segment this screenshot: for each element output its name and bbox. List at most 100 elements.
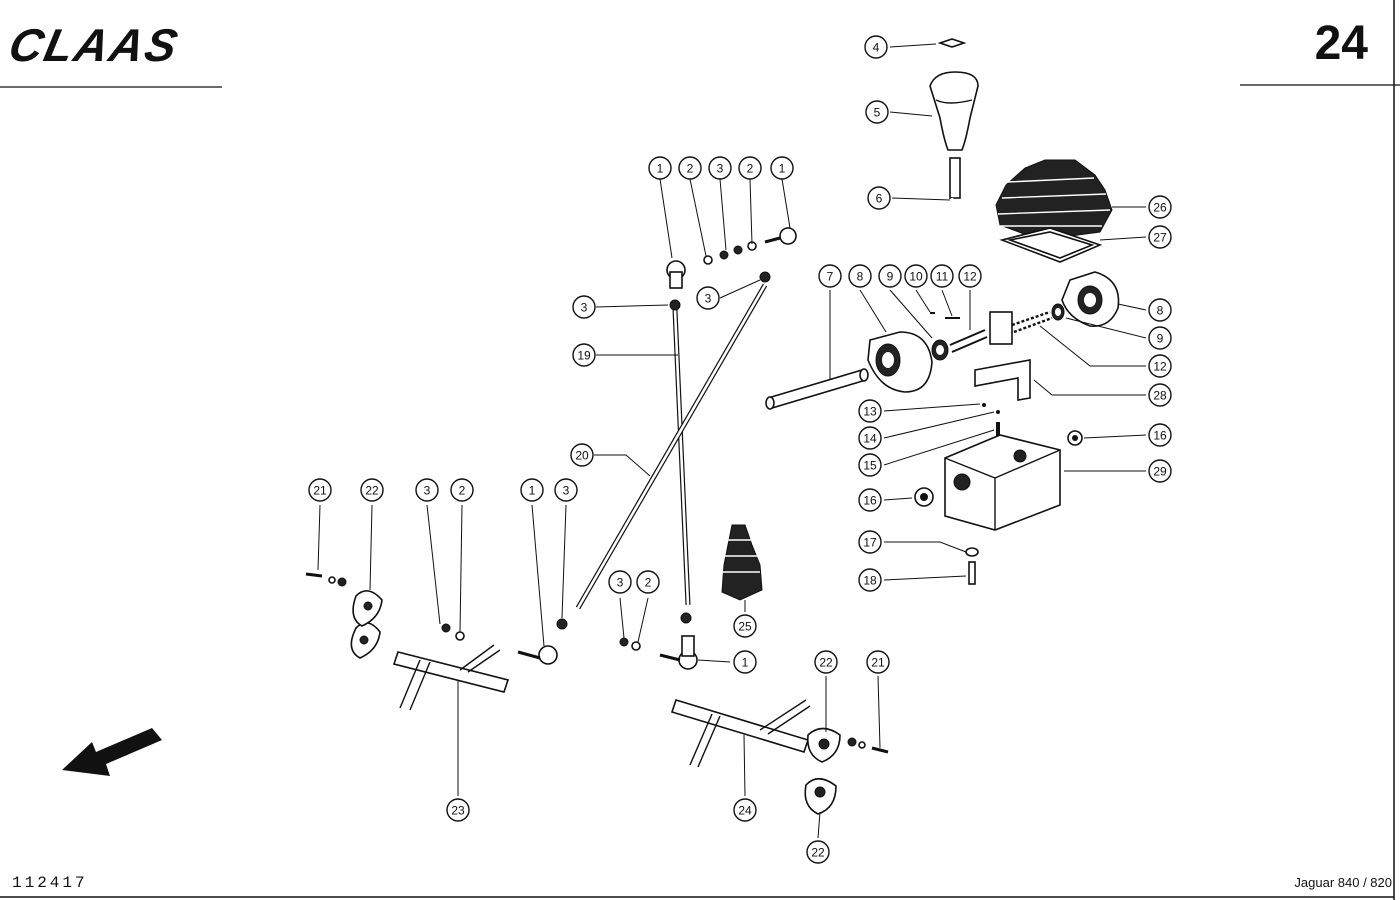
- callout-2: 2: [450, 478, 474, 502]
- callout-27: 27: [1148, 225, 1172, 249]
- callout-label: 8: [1157, 304, 1164, 318]
- callout-2: 2: [636, 570, 660, 594]
- callout-label: 2: [687, 162, 694, 176]
- callout-21: 21: [308, 478, 332, 502]
- callout-10: 10: [904, 264, 928, 288]
- callout-12: 12: [1148, 354, 1172, 378]
- callout-label: 22: [819, 656, 833, 670]
- callout-3: 3: [608, 570, 632, 594]
- callout-label: 8: [857, 270, 864, 284]
- callout-label: 9: [1157, 332, 1164, 346]
- callout-16: 16: [1148, 423, 1172, 447]
- callout-label: 16: [863, 494, 877, 508]
- callout-9: 9: [878, 264, 902, 288]
- callout-label: 3: [563, 484, 570, 498]
- lower-ball-joint-part: [441, 612, 698, 670]
- callout-label: 7: [827, 270, 834, 284]
- direction-arrow-icon: [62, 728, 162, 776]
- callout-4: 4: [864, 35, 888, 59]
- callout-23: 23: [446, 798, 470, 822]
- callout-25: 25: [733, 614, 757, 638]
- model-label: Jaguar 840 / 820: [1294, 875, 1392, 890]
- callout-6: 6: [867, 186, 891, 210]
- callout-label: 21: [871, 656, 885, 670]
- callout-label: 3: [424, 484, 431, 498]
- callout-label: 2: [459, 484, 466, 498]
- callout-label: 22: [811, 846, 825, 860]
- callout-22: 22: [360, 478, 384, 502]
- callout-label: 22: [365, 484, 379, 498]
- callout-label: 21: [313, 484, 327, 498]
- callout-label: 12: [963, 270, 977, 284]
- callout-8: 8: [848, 264, 872, 288]
- callout-13: 13: [858, 399, 882, 423]
- lock-plate-part: [974, 359, 1031, 436]
- callout-7: 7: [818, 264, 842, 288]
- leader-lines: [317, 43, 1147, 839]
- callout-22: 22: [806, 840, 830, 864]
- bearing-housing-left-part: [867, 312, 988, 393]
- callout-26: 26: [1148, 195, 1172, 219]
- callout-3: 3: [572, 295, 596, 319]
- callout-5: 5: [865, 100, 889, 124]
- page-number: 24: [1314, 17, 1368, 70]
- callout-label: 11: [936, 270, 949, 284]
- callout-label: 27: [1153, 231, 1167, 245]
- callout-3: 3: [696, 286, 720, 310]
- callout-8: 8: [1148, 298, 1172, 322]
- callout-24: 24: [733, 798, 757, 822]
- callout-label: 6: [876, 192, 883, 206]
- callout-label: 14: [863, 432, 877, 446]
- callout-label: 15: [863, 459, 877, 473]
- gear-housing-part: [914, 430, 1083, 585]
- callout-label: 18: [863, 574, 877, 588]
- callout-16: 16: [858, 488, 882, 512]
- callout-19: 19: [572, 343, 596, 367]
- callout-15: 15: [858, 453, 882, 477]
- lever-shaft-24-part: [670, 699, 889, 815]
- callout-label: 12: [1153, 360, 1167, 374]
- callout-label: 29: [1153, 465, 1167, 479]
- callout-2: 2: [678, 156, 702, 180]
- callout-3: 3: [554, 478, 578, 502]
- callout-label: 19: [577, 349, 591, 363]
- callout-label: 16: [1153, 429, 1167, 443]
- gear-lever-shaft-part: [949, 157, 1013, 345]
- callout-21: 21: [866, 650, 890, 674]
- callout-label: 1: [742, 656, 749, 670]
- upper-ball-joint-part: [666, 227, 797, 311]
- callout-label: 2: [645, 576, 652, 590]
- callout-label: 2: [747, 162, 754, 176]
- callout-label: 1: [529, 484, 536, 498]
- callout-label: 28: [1153, 389, 1167, 403]
- pivot-shaft-part: [765, 368, 869, 410]
- callout-20: 20: [570, 443, 594, 467]
- callout-label: 3: [705, 292, 712, 306]
- callout-14: 14: [858, 426, 882, 450]
- callout-label: 25: [738, 620, 752, 634]
- callout-29: 29: [1148, 459, 1172, 483]
- callout-18: 18: [858, 568, 882, 592]
- callout-label: 17: [863, 536, 877, 550]
- callout-3: 3: [415, 478, 439, 502]
- drawing-number: 112417: [12, 874, 88, 892]
- rod-19-part: [672, 309, 691, 606]
- callout-label: 4: [873, 41, 880, 55]
- callout-label: 9: [887, 270, 894, 284]
- lever-shaft-23-part: [305, 572, 510, 711]
- callout-label: 20: [575, 449, 589, 463]
- callout-1: 1: [520, 478, 544, 502]
- callout-1: 1: [733, 650, 757, 674]
- gear-knob-part: [929, 38, 979, 151]
- callout-28: 28: [1148, 383, 1172, 407]
- callout-label: 13: [863, 405, 877, 419]
- callout-label: 23: [451, 804, 465, 818]
- callout-label: 3: [581, 301, 588, 315]
- callout-label: 24: [738, 804, 752, 818]
- rubber-boot-part: [995, 159, 1113, 263]
- callout-label: 26: [1153, 201, 1167, 215]
- rod-20-part: [575, 283, 768, 610]
